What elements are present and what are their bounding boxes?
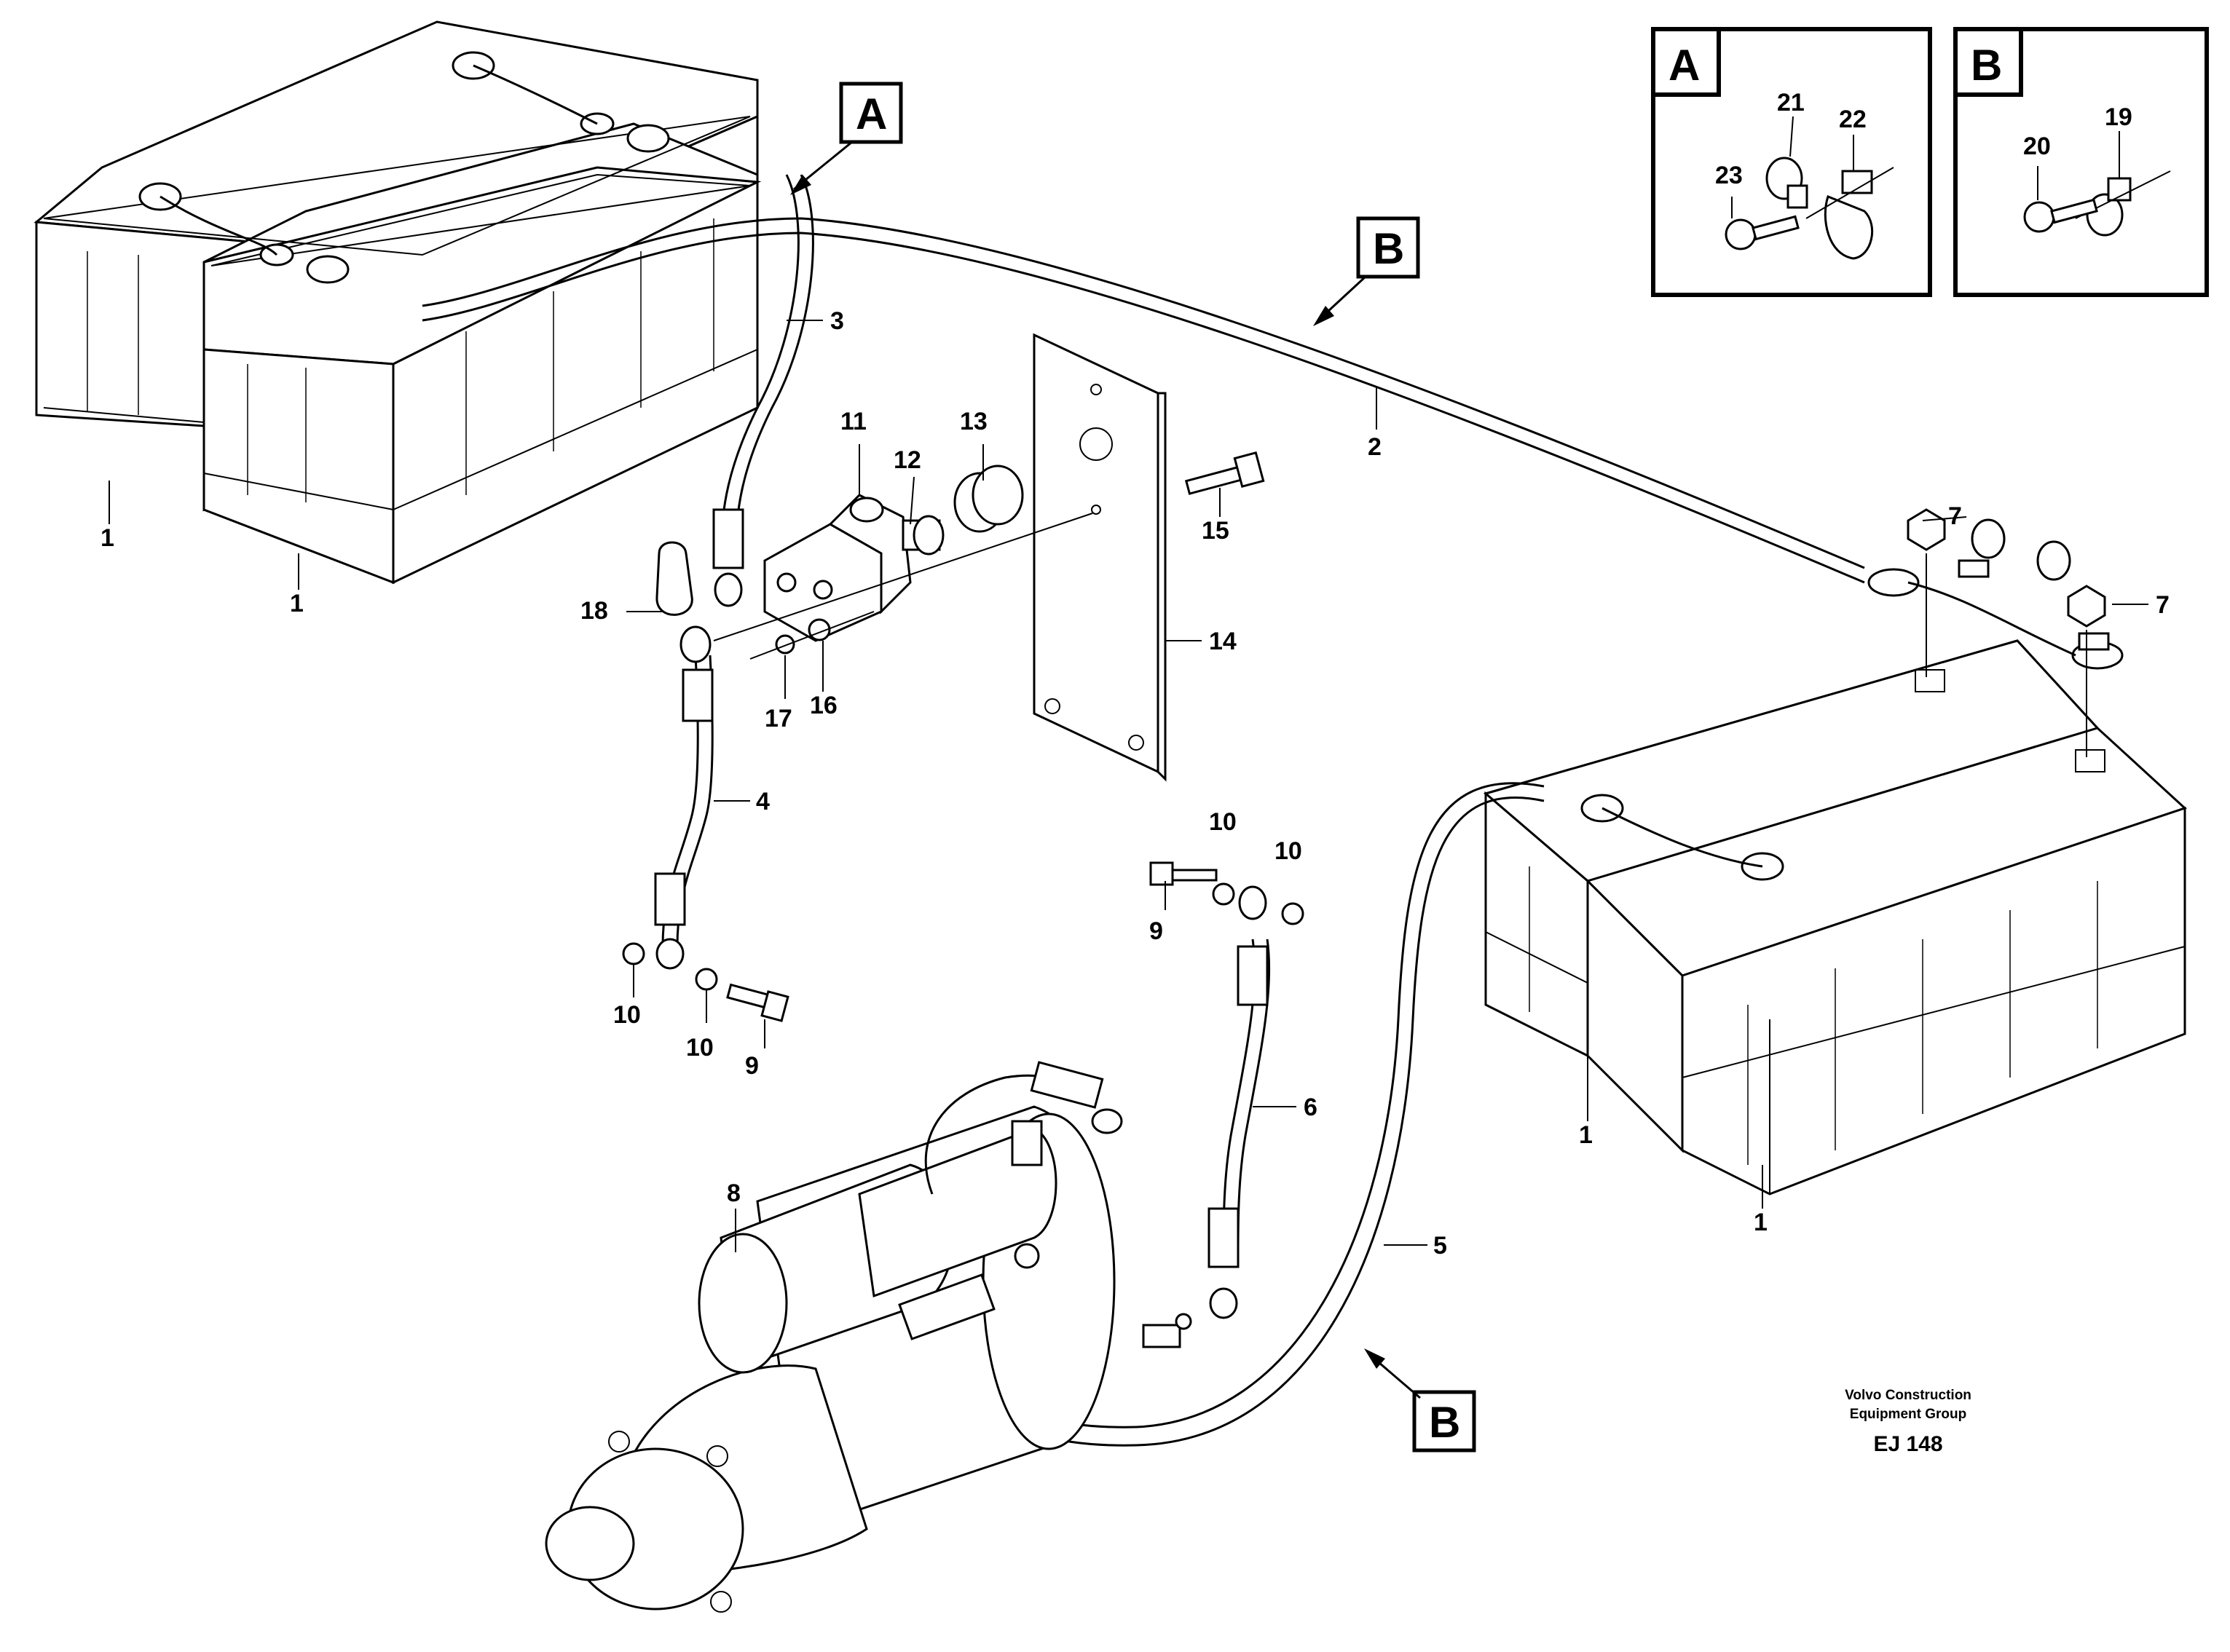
callout-cable-4: 4 [756, 788, 770, 815]
callout-washer-10b: 10 [686, 1034, 714, 1062]
callout-detail-a-22: 22 [1839, 106, 1867, 133]
callout-cable-6: 6 [1304, 1094, 1317, 1121]
callout-numbers: 1 1 1 1 2 3 4 5 6 7 7 8 9 9 10 10 10 10 … [101, 307, 2170, 1260]
credit-line-2: Equipment Group [1850, 1407, 1966, 1422]
credit-line-1: Volvo Construction [1845, 1388, 1971, 1403]
callout-washer-10c: 10 [1209, 808, 1237, 836]
battery-pair-top-left [34, 20, 762, 585]
callout-detail-b-20: 20 [2023, 133, 2051, 160]
view-marker-b-upper: B [1313, 216, 1420, 326]
callout-screw-15: 15 [1202, 517, 1229, 545]
terminal-cover [655, 541, 693, 616]
callout-cover-18: 18 [580, 597, 608, 625]
cap [953, 465, 1024, 533]
callout-cap-13: 13 [960, 408, 988, 435]
callout-washer-10d: 10 [1274, 837, 1302, 865]
svg-text:B: B [1373, 224, 1404, 273]
callout-nut-7-right: 7 [2156, 591, 2170, 619]
screw [1184, 451, 1265, 495]
detail-a-panel: A 21 22 23 [1651, 27, 1932, 297]
starter-motor [545, 1061, 1192, 1613]
callout-washer-16: 16 [810, 692, 838, 719]
callout-cable-2: 2 [1368, 433, 1382, 461]
callout-battery-1d: 1 [1754, 1209, 1768, 1236]
svg-text:A: A [1668, 41, 1700, 90]
cable-2 [422, 217, 1865, 569]
cable-5 [1019, 782, 1545, 1428]
callout-detail-a-21: 21 [1777, 89, 1805, 116]
callout-battery-1a: 1 [101, 524, 114, 552]
nut-right [2067, 585, 2106, 628]
publisher-credit: Volvo Construction Equipment Group EJ 14… [1845, 1388, 1971, 1456]
svg-text:B: B [1971, 41, 2002, 90]
callout-screw-9-right: 9 [1149, 917, 1163, 945]
detail-b-panel: B 19 20 [1953, 27, 2209, 297]
view-marker-b-lower: B [1364, 1348, 1476, 1453]
callout-washer-10a: 10 [613, 1001, 641, 1029]
battery-switch [763, 494, 945, 642]
callout-nut-7-left: 7 [1948, 502, 1962, 530]
callout-starter-8: 8 [727, 1179, 741, 1207]
view-marker-a: A [790, 82, 903, 195]
callout-battery-1b: 1 [290, 590, 304, 617]
callout-detail-b-19: 19 [2105, 103, 2132, 131]
callout-switch-11: 11 [840, 408, 867, 435]
callout-battery-1c: 1 [1579, 1121, 1593, 1149]
leader-lines [109, 320, 2148, 1252]
callout-cable-5: 5 [1433, 1232, 1447, 1260]
cable-3 [720, 174, 800, 554]
callout-plate-14: 14 [1209, 628, 1237, 655]
battery-pair-right [1483, 639, 2187, 1195]
fasteners-lower-left [622, 942, 789, 1022]
callout-screw-9-left: 9 [745, 1052, 759, 1080]
callout-detail-a-23: 23 [1715, 162, 1743, 189]
callout-part-12: 12 [894, 446, 921, 474]
callout-cable-3: 3 [830, 307, 844, 335]
svg-text:A: A [856, 90, 887, 138]
drawing-code: EJ 148 [1873, 1432, 1942, 1456]
nut-left [1907, 508, 1946, 551]
callout-nut-17: 17 [765, 705, 792, 732]
svg-text:B: B [1429, 1398, 1460, 1447]
mounting-plate [1033, 333, 1167, 782]
fasteners-cable-6 [1149, 861, 1304, 925]
